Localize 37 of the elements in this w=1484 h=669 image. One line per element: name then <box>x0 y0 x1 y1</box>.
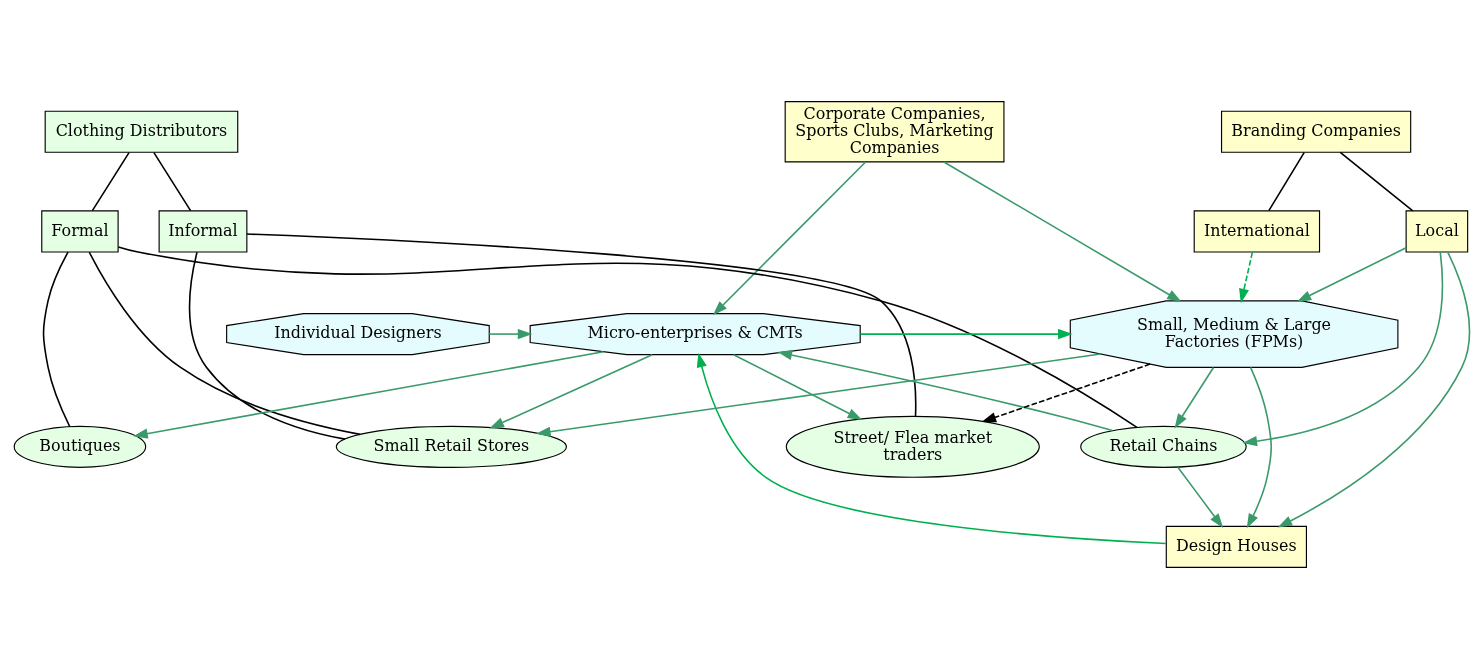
node-box: Branding Companies <box>1221 110 1412 153</box>
arrow <box>712 161 867 316</box>
connector <box>1339 151 1414 212</box>
arrow <box>943 161 1182 303</box>
arrow <box>1242 251 1444 447</box>
node-box: Local <box>1405 210 1469 253</box>
arrow <box>489 353 653 429</box>
node-box: International <box>1193 210 1321 253</box>
arrow <box>536 353 1102 437</box>
connector <box>88 251 361 436</box>
connector <box>153 151 192 212</box>
node-box: Informal <box>158 210 248 253</box>
arrow <box>981 363 1151 423</box>
node-box: Clothing Distributors <box>44 110 239 153</box>
arrow <box>133 350 605 439</box>
arrow <box>1174 366 1215 429</box>
arrow <box>777 350 1114 432</box>
arrow <box>732 353 863 420</box>
connector <box>42 251 71 428</box>
node-box: Formal <box>41 210 119 253</box>
arrow <box>488 328 533 340</box>
node-box: Corporate Companies, Sports Clubs, Marketing Companies <box>784 101 1005 163</box>
arrow <box>859 328 1073 340</box>
arrow <box>1239 251 1254 304</box>
node-ellipse: Retail Chains <box>1080 425 1247 468</box>
connector <box>246 233 917 417</box>
arrow <box>696 352 1167 545</box>
node-box: Design Houses <box>1165 525 1307 568</box>
arrow <box>1246 366 1273 529</box>
connector <box>117 246 1138 429</box>
arrow <box>1296 247 1407 302</box>
connector <box>91 151 130 212</box>
arrow <box>1277 251 1471 528</box>
node-ellipse: Street/ Flea market traders <box>785 415 1040 478</box>
connector <box>1268 151 1305 212</box>
arrow <box>1177 466 1224 529</box>
connector <box>188 251 346 440</box>
